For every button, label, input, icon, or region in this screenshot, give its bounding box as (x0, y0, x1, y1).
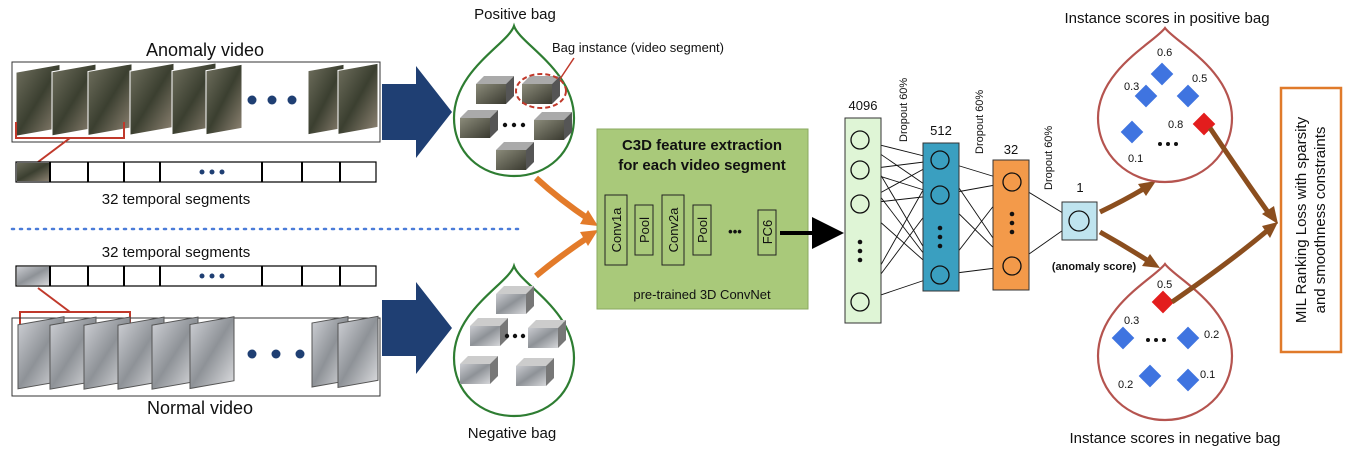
svg-text:FC6: FC6 (760, 220, 775, 245)
fc-size-512: 512 (930, 123, 952, 138)
anomaly-score-label: (anomaly score) (1052, 261, 1137, 273)
fc-size-1: 1 (1076, 180, 1083, 195)
c3d-layer-conv2a: Conv2a (661, 194, 685, 266)
negative-score-diamond (1138, 364, 1162, 388)
positive-bag-title: Positive bag (474, 6, 556, 23)
anomaly-video-frames (11, 61, 381, 143)
temporal-segments-bar-top (15, 161, 377, 183)
brown-arrow-to-positive (1098, 185, 1147, 215)
segment-pointer-top (37, 137, 71, 163)
negative-score-label: 0.3 (1124, 315, 1139, 327)
negative-score-diamond (1111, 326, 1135, 350)
positive-score-label: 0.6 (1157, 47, 1172, 59)
positive-score-diamond (1176, 84, 1200, 108)
positive-score-label: 0.1 (1128, 153, 1143, 165)
dropout-label-2: Dropout 60% (974, 90, 986, 154)
positive-score-label: 0.8 (1168, 119, 1183, 131)
brown-arrow-to-negative (1098, 229, 1152, 265)
c3d-layer-fc6: FC6 (757, 209, 777, 256)
c3d-title-line2: for each video segment (618, 157, 786, 174)
temporal-segments-label-top: 32 temporal segments (102, 191, 250, 208)
negative-score-label: 0.2 (1204, 329, 1219, 341)
c3d-layer-pool2: Pool (692, 204, 712, 256)
big-arrow-normal (382, 282, 452, 374)
big-arrow-anomaly (382, 66, 452, 158)
negative-bag-title: Negative bag (468, 425, 556, 442)
fc-layer-32 (992, 159, 1030, 291)
positive-scores-drop (1096, 26, 1234, 184)
negative-score-diamond-max (1151, 290, 1175, 314)
bag-instance-highlight (515, 73, 567, 109)
svg-text:Conv2a: Conv2a (666, 207, 681, 253)
orange-arrow-negative (534, 233, 592, 279)
fc-size-32: 32 (1004, 142, 1018, 157)
positive-score-label: 0.5 (1192, 73, 1207, 85)
mil-loss-line2: and smoothness constraints (1312, 127, 1329, 314)
fc-layer-1 (1061, 201, 1098, 241)
mil-loss-line1: MIL Ranking Loss with sparsity (1293, 116, 1310, 323)
negative-score-label: 0.2 (1118, 379, 1133, 391)
dropout-label-3: Dropout 60% (1043, 126, 1055, 190)
fc-layer-4096 (844, 117, 882, 324)
c3d-ellipsis: ••• (728, 224, 742, 239)
c3d-title-line1: C3D feature extraction (622, 137, 782, 154)
svg-text:Pool: Pool (637, 217, 652, 243)
positive-scores-title: Instance scores in positive bag (1064, 10, 1269, 27)
positive-bag-instances (460, 76, 572, 170)
bag-instance-label: Bag instance (video segment) (552, 40, 724, 55)
negative-scores-drop (1096, 262, 1234, 422)
c3d-layer-conv1a: Conv1a (604, 194, 628, 266)
bag-instance-pointer (559, 57, 575, 80)
mil-loss-box (1279, 86, 1343, 354)
fc-layer-512 (922, 142, 960, 292)
svg-text:Pool: Pool (695, 217, 710, 243)
anomaly-video-title: Anomaly video (146, 40, 264, 60)
negative-score-label: 0.5 (1157, 279, 1172, 291)
svg-text:Conv1a: Conv1a (609, 207, 624, 253)
positive-score-label: 0.3 (1124, 81, 1139, 93)
dropout-label-1: Dropout 60% (898, 78, 910, 142)
fc-size-4096: 4096 (849, 98, 878, 113)
temporal-segments-label-bottom: 32 temporal segments (102, 244, 250, 261)
normal-video-title: Normal video (147, 398, 253, 418)
segment-pointer-bottom (37, 287, 71, 313)
temporal-segments-bar-bottom (15, 265, 377, 287)
negative-bag-instances (460, 286, 566, 386)
c3d-layer-pool1: Pool (634, 204, 654, 256)
positive-score-diamond (1134, 84, 1158, 108)
negative-score-label: 0.1 (1200, 369, 1215, 381)
negative-score-diamond (1176, 368, 1200, 392)
c3d-footer: pre-trained 3D ConvNet (633, 287, 771, 302)
brown-arrow-max-positive (1207, 126, 1273, 217)
negative-scores-title: Instance scores in negative bag (1070, 430, 1281, 447)
orange-arrow-positive (533, 175, 592, 223)
negative-score-diamond (1176, 326, 1200, 350)
positive-score-diamond (1150, 62, 1174, 86)
c3d-box (596, 128, 809, 310)
normal-video-frames (11, 315, 381, 397)
brown-arrow-max-negative (1170, 228, 1270, 305)
